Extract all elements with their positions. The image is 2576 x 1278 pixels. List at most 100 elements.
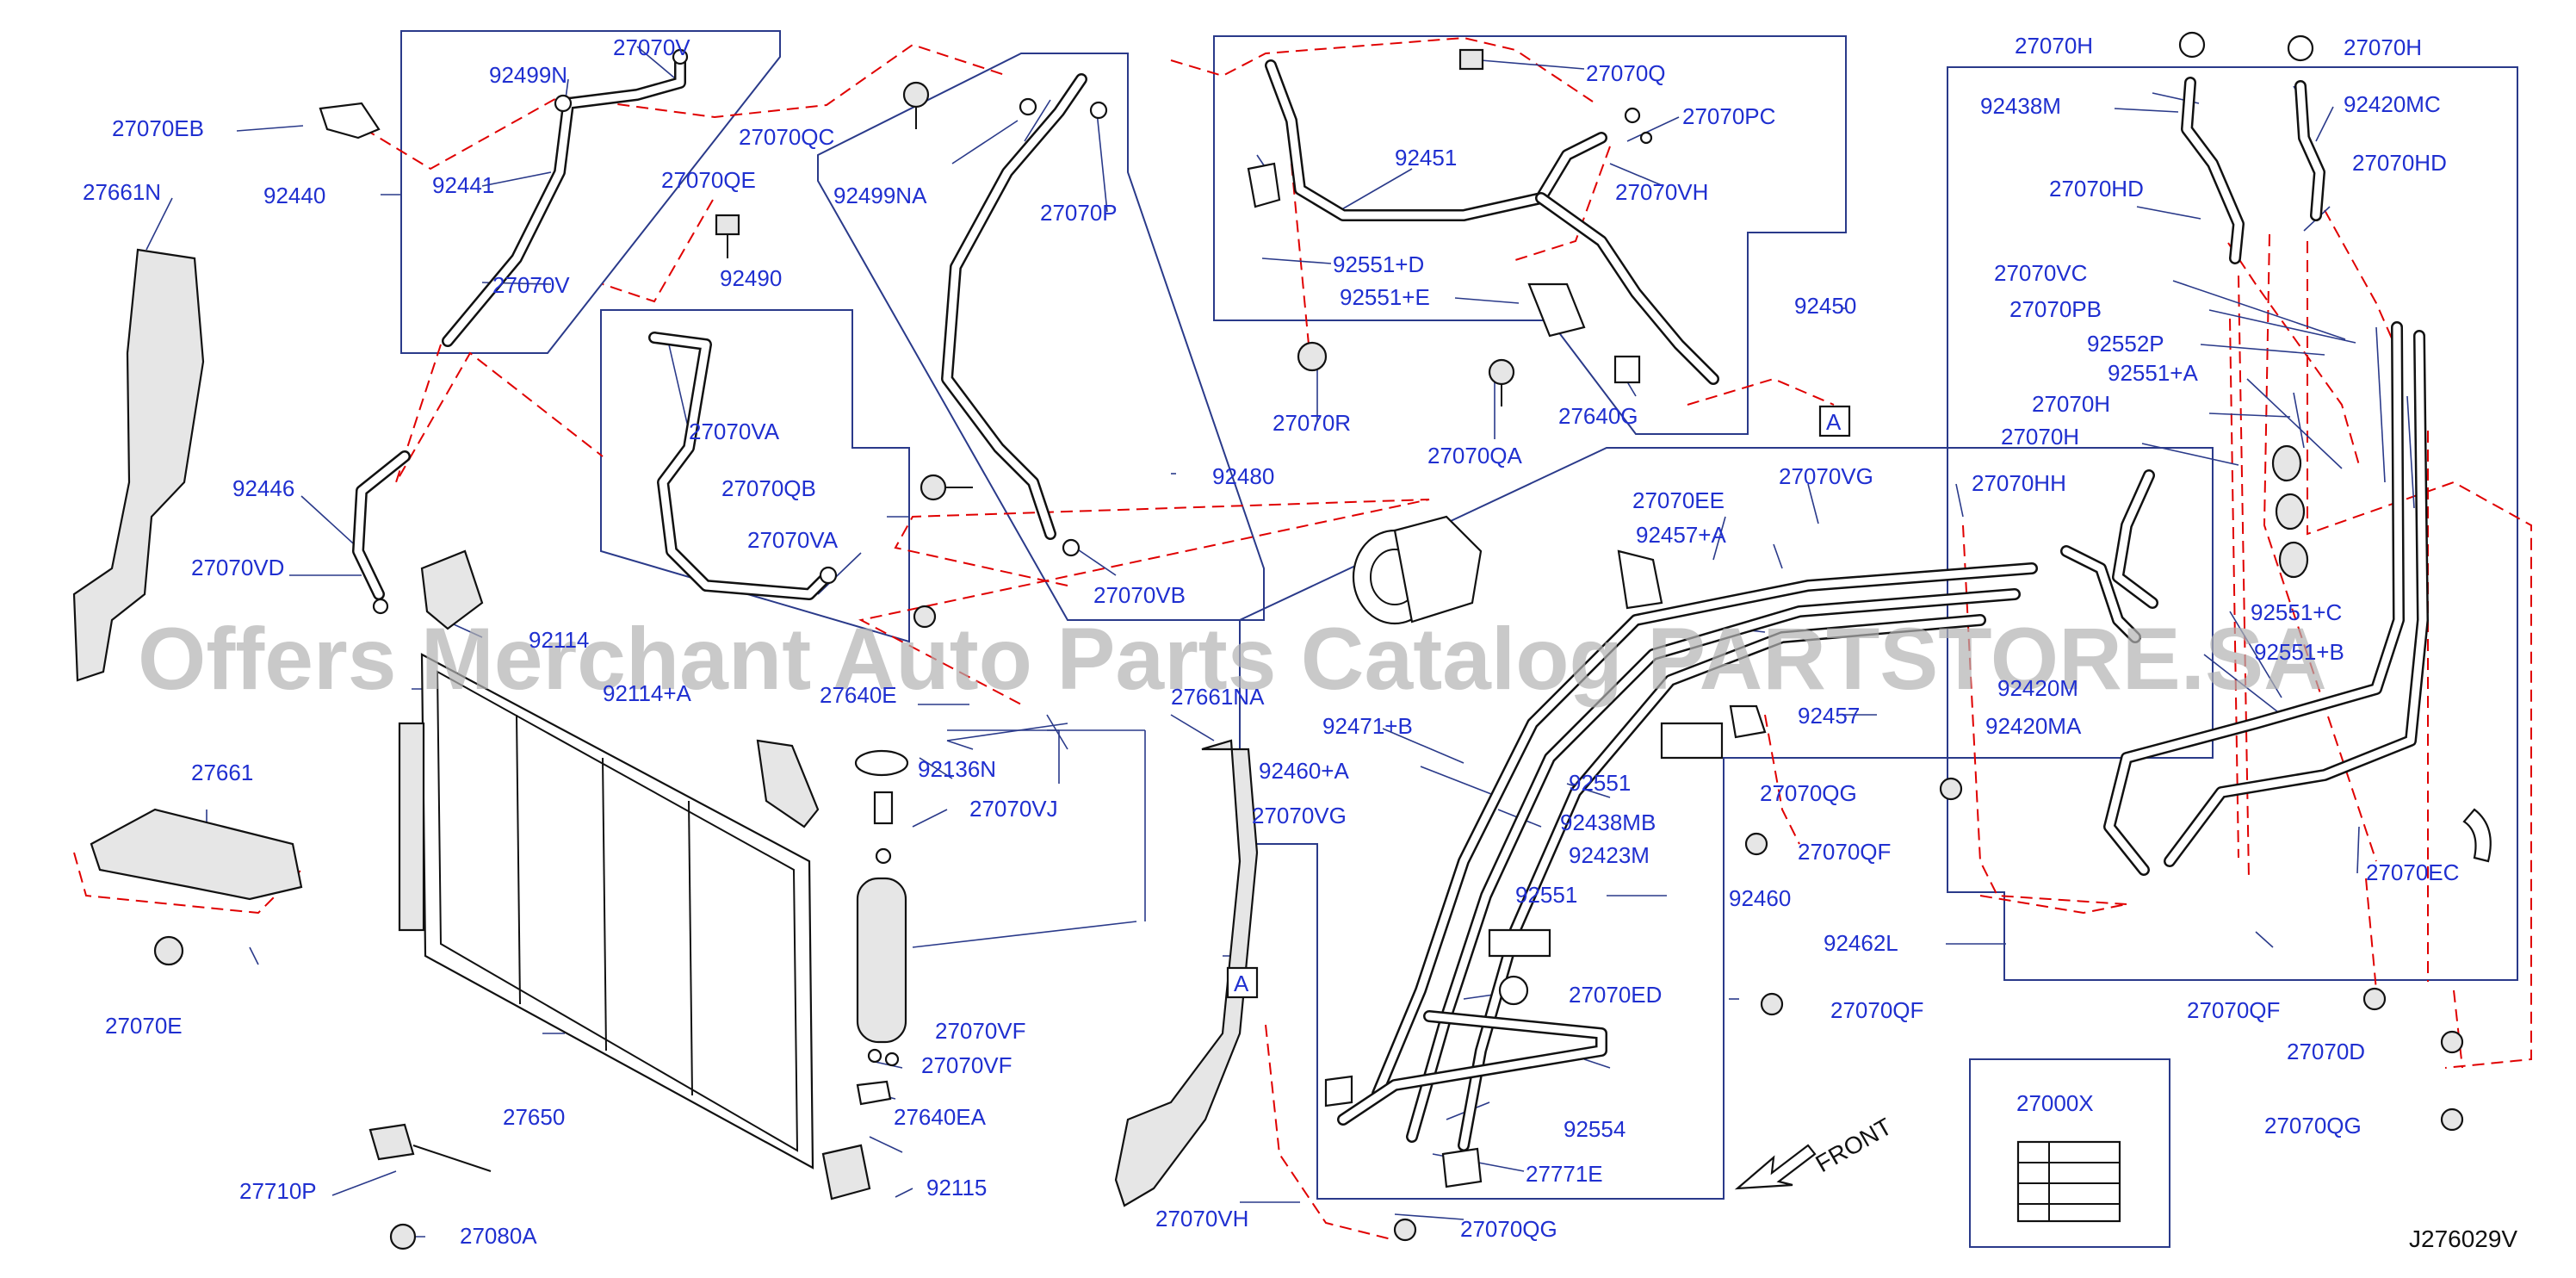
label-27000X[interactable]: 27000X: [2016, 1090, 2094, 1116]
label-27070VG-b[interactable]: 27070VG: [1252, 803, 1347, 828]
label-27070QF-a[interactable]: 27070QF: [1798, 839, 1891, 865]
label-92438MB[interactable]: 92438MB: [1560, 810, 1656, 835]
label-92551C[interactable]: 92551+C: [2251, 599, 2342, 625]
bolt-27070qa: [1488, 358, 1515, 386]
bolt-27070qc: [902, 81, 930, 109]
label-27640G[interactable]: 27640G: [1558, 403, 1638, 429]
label-92551E[interactable]: 92551+E: [1340, 284, 1430, 310]
label-92462L[interactable]: 92462L: [1824, 930, 1898, 956]
label-92114A[interactable]: 92114+A: [603, 680, 692, 706]
clamp-92551a: [2271, 444, 2302, 482]
label-92451[interactable]: 92451: [1395, 145, 1457, 171]
label-92438M[interactable]: 92438M: [1980, 93, 2061, 119]
label-27710P[interactable]: 27710P: [239, 1178, 317, 1204]
label-92136N[interactable]: 92136N: [918, 756, 996, 782]
label-27640EA[interactable]: 27640EA: [894, 1104, 987, 1130]
label-92551A[interactable]: 92551+A: [2108, 360, 2198, 386]
bolt-27070qg-c: [1393, 1218, 1417, 1242]
label-27070PB[interactable]: 27070PB: [2009, 296, 2102, 322]
label-92115[interactable]: 92115: [926, 1175, 987, 1200]
label-92554[interactable]: 92554: [1564, 1116, 1625, 1142]
label-92460A[interactable]: 92460+A: [1259, 758, 1349, 784]
label-27070V-b[interactable]: 27070V: [492, 272, 570, 298]
label-92552P[interactable]: 92552P: [2087, 331, 2164, 357]
label-92420MC[interactable]: 92420MC: [2344, 91, 2441, 117]
label-27070QE[interactable]: 27070QE: [661, 167, 756, 193]
label-27070QA[interactable]: 27070QA: [1427, 443, 1523, 468]
label-27070P[interactable]: 27070P: [1040, 200, 1118, 226]
clip-92551: [1660, 722, 1724, 760]
label-27070HH[interactable]: 27070HH: [1972, 470, 2066, 496]
label-27070VB[interactable]: 27070VB: [1093, 582, 1186, 608]
label-27070QF-b[interactable]: 27070QF: [1830, 997, 1923, 1023]
label-92423M[interactable]: 92423M: [1569, 842, 1650, 868]
clip-92554: [1324, 1075, 1353, 1107]
label-27070H-c[interactable]: 27070H: [2032, 391, 2110, 417]
label-27771E[interactable]: 27771E: [1526, 1161, 1603, 1187]
label-27070VH-b[interactable]: 27070VH: [1155, 1206, 1248, 1231]
label-92457A[interactable]: 92457+A: [1636, 522, 1726, 548]
label-27661N[interactable]: 27661N: [83, 179, 161, 205]
label-27070H-b[interactable]: 27070H: [2344, 34, 2422, 60]
label-27661NA[interactable]: 27661NA: [1171, 684, 1265, 710]
label-92551D[interactable]: 92551+D: [1333, 251, 1424, 277]
label-27070R[interactable]: 27070R: [1273, 410, 1351, 436]
label-27080A[interactable]: 27080A: [460, 1223, 537, 1249]
label-27070VA-b[interactable]: 27070VA: [747, 527, 839, 553]
label-27070PC[interactable]: 27070PC: [1682, 103, 1775, 129]
label-27070EE[interactable]: 27070EE: [1632, 487, 1725, 513]
label-27070HD-b[interactable]: 27070HD: [2049, 176, 2144, 202]
sensor-27710p: [368, 1123, 415, 1161]
label-92440[interactable]: 92440: [263, 183, 325, 208]
label-27070VD[interactable]: 27070VD: [191, 555, 284, 580]
label-27640E[interactable]: 27640E: [820, 682, 897, 708]
label-92480[interactable]: 92480: [1212, 463, 1274, 489]
label-27070QG-c[interactable]: 27070QG: [1460, 1216, 1557, 1242]
label-27070VC[interactable]: 27070VC: [1994, 260, 2087, 286]
bolt-27070qg: [1939, 777, 1963, 801]
label-92499NA[interactable]: 92499NA: [833, 183, 927, 208]
label-92420M[interactable]: 92420M: [1997, 675, 2078, 701]
label-92441[interactable]: 92441: [432, 172, 494, 198]
label-92551-a[interactable]: 92551: [1569, 770, 1631, 796]
label-27070QF-c[interactable]: 27070QF: [2187, 997, 2280, 1023]
label-27070VA-a[interactable]: 27070VA: [689, 419, 780, 444]
label-92420MA[interactable]: 92420MA: [1985, 713, 2082, 739]
label-92460[interactable]: 92460: [1729, 885, 1791, 911]
label-27070QG-a[interactable]: 27070QG: [1760, 780, 1857, 806]
label-27070VF-a[interactable]: 27070VF: [935, 1018, 1026, 1044]
label-92457[interactable]: 92457: [1798, 703, 1860, 729]
label-92551B[interactable]: 92551+B: [2254, 639, 2344, 665]
label-27070VH-a[interactable]: 27070VH: [1615, 179, 1708, 205]
label-27070EB[interactable]: 27070EB: [112, 115, 204, 141]
label-92499N[interactable]: 92499N: [489, 62, 567, 88]
bolt-27070qb: [920, 474, 947, 501]
label-27070E[interactable]: 27070E: [105, 1013, 183, 1039]
label-92450[interactable]: 92450: [1794, 293, 1856, 319]
label-27070VF-b[interactable]: 27070VF: [921, 1052, 1012, 1078]
label-27070VJ[interactable]: 27070VJ: [969, 796, 1058, 822]
label-27070ED[interactable]: 27070ED: [1569, 982, 1662, 1008]
o-ring-27070pc: [1624, 107, 1641, 124]
label-27070H-a[interactable]: 27070H: [2015, 33, 2093, 59]
label-27070V-a[interactable]: 27070V: [613, 34, 690, 60]
label-27070H-d[interactable]: 27070H: [2001, 424, 2079, 450]
label-92490[interactable]: 92490: [720, 265, 782, 291]
label-27070D[interactable]: 27070D: [2287, 1039, 2365, 1064]
label-27070VG-a[interactable]: 27070VG: [1779, 463, 1873, 489]
clip-92551e: [1527, 282, 1586, 338]
label-27070EC[interactable]: 27070EC: [2366, 859, 2459, 885]
label-27070QC[interactable]: 27070QC: [739, 124, 834, 150]
label-27650[interactable]: 27650: [503, 1104, 565, 1130]
bracket-92115: [821, 1144, 871, 1200]
label-27070QG-b[interactable]: 27070QG: [2264, 1113, 2362, 1138]
label-27070Q[interactable]: 27070Q: [1586, 60, 1666, 86]
label-92551-b[interactable]: 92551: [1515, 882, 1577, 908]
label-92471B[interactable]: 92471+B: [1322, 713, 1413, 739]
label-27661[interactable]: 27661: [191, 760, 253, 785]
label-27070HD-a[interactable]: 27070HD: [2352, 150, 2447, 176]
label-92446[interactable]: 92446: [232, 475, 294, 501]
label-92114[interactable]: 92114: [529, 627, 589, 653]
label-27070QB[interactable]: 27070QB: [721, 475, 816, 501]
watermark: Offers Merchant Auto Parts Catalog PARTS…: [138, 610, 2327, 708]
